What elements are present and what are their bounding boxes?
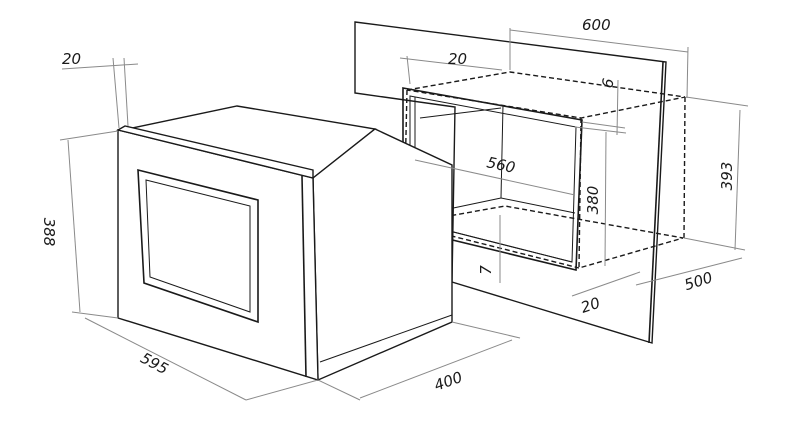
label-niche-inner-width: 560: [485, 153, 517, 177]
label-side-panel: 20: [579, 294, 603, 317]
label-niche-clearance-top: 20: [448, 50, 467, 68]
label-cabinet-height: 393: [718, 162, 736, 191]
label-oven-width: 595: [137, 349, 171, 378]
oven-body: [116, 105, 453, 382]
label-cabinet-gap: 6: [598, 77, 617, 90]
label-niche-width: 600: [582, 16, 611, 34]
label-frame-thickness: 20: [62, 50, 81, 68]
label-bottom-gap: 7: [477, 265, 495, 275]
label-oven-depth: 400: [432, 368, 465, 395]
label-oven-height: 388: [40, 218, 58, 247]
dimension-lines: [59, 28, 749, 401]
label-niche-height: 380: [584, 186, 602, 215]
